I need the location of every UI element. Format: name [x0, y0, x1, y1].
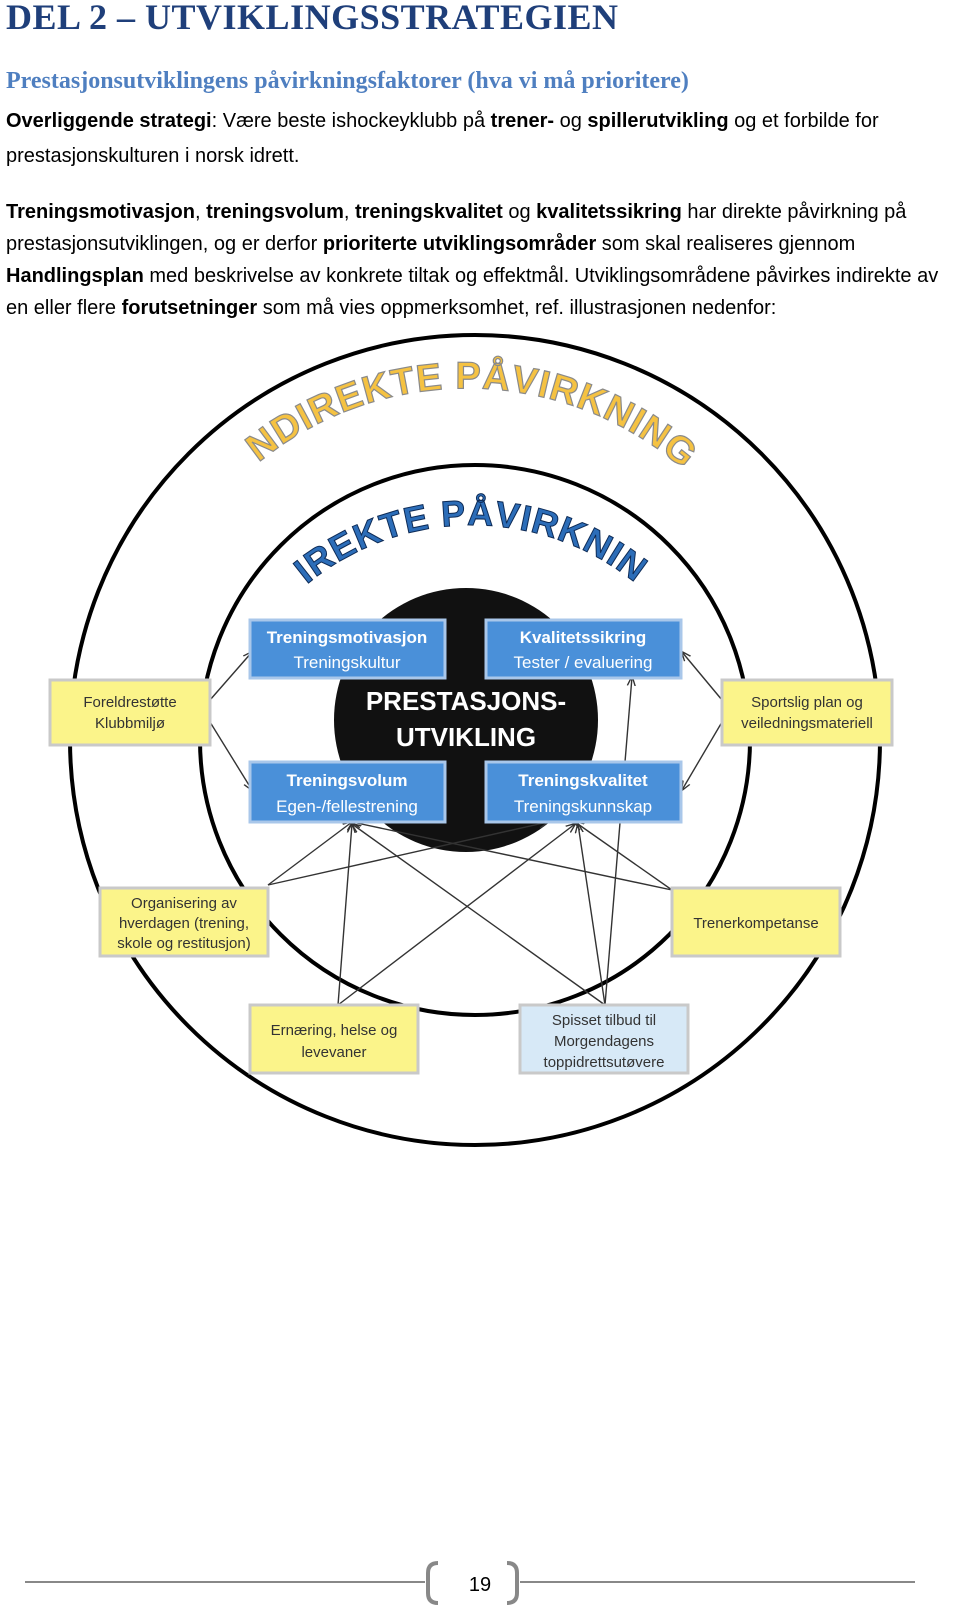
bold-term: Treningsmotivasjon [6, 201, 195, 223]
direct-box-kvalitet: Treningskvalitet Treningskunnskap [484, 760, 683, 824]
bold-term: Overliggende strategi [6, 110, 212, 132]
svg-text:Treningsmotivasjon: Treningsmotivasjon [267, 628, 428, 647]
svg-text:Egen-/fellestrening: Egen-/fellestrening [276, 797, 418, 816]
bold-term: Handlingsplan [6, 265, 144, 287]
strategy-paragraph: Overliggende strategi: Være beste ishock… [6, 104, 956, 174]
indirect-box-ernaering: Ernæring, helse og levevaner [248, 1003, 420, 1075]
svg-text:hverdagen (trening,: hverdagen (trening, [119, 915, 249, 932]
bold-term: treningsvolum [206, 201, 344, 223]
indirect-box-foreldrestotte: Foreldrestøtte Klubbmiljø [48, 678, 212, 747]
svg-text:Trenerkompetanse: Trenerkompetanse [693, 915, 818, 932]
svg-text:Ernæring, helse og: Ernæring, helse og [271, 1022, 398, 1039]
development-paragraph: Treningsmotivasjon, treningsvolum, treni… [6, 196, 956, 324]
svg-text:Spisset tilbud til: Spisset tilbud til [552, 1012, 656, 1029]
bold-term: treningskvalitet [354, 201, 503, 223]
paragraph-text: , [194, 201, 207, 223]
center-title-line1: PRESTASJONS- [366, 686, 566, 716]
paragraph-text: har direkte påvirkning på prestasjonsutv… [6, 201, 907, 255]
svg-text:Treningskvalitet: Treningskvalitet [518, 771, 648, 790]
svg-text:Organisering av: Organisering av [131, 895, 237, 912]
paragraph-text: og [554, 110, 588, 132]
page-footer [25, 1561, 915, 1605]
direct-box-motivasjon: Treningsmotivasjon Treningskultur [248, 618, 447, 680]
page-heading: DEL 2 – UTVIKLINGSSTRATEGIEN [6, 0, 619, 37]
bold-term: forutsetninger [121, 297, 258, 319]
svg-text:veiledningsmateriell: veiledningsmateriell [741, 715, 873, 732]
paragraph-text: og [502, 201, 537, 223]
svg-text:toppidrettsutøvere: toppidrettsutøvere [544, 1054, 665, 1071]
center-title-line2: UTVIKLING [396, 722, 536, 752]
bold-term: kvalitetssikring [536, 201, 682, 223]
influence-diagram: INDIREKTE PÅVIRKNING DIREKTE PÅVIRKNING … [0, 330, 894, 1147]
connection-lines [209, 652, 723, 1006]
bold-term: prioriterte utviklingsområder [322, 233, 597, 255]
bold-term: trener- [490, 110, 555, 132]
paragraph-text: , [343, 201, 355, 223]
svg-text:Treningskunnskap: Treningskunnskap [514, 797, 652, 816]
svg-text:Tester / evaluering: Tester / evaluering [514, 653, 653, 672]
svg-text:Treningskultur: Treningskultur [293, 653, 400, 672]
page-number: 19 [468, 1574, 492, 1596]
bold-term: spillerutvikling [587, 110, 729, 132]
svg-text:Klubbmiljø: Klubbmiljø [95, 715, 165, 732]
paragraph-text: med beskrivelse av konkrete tiltak og ef… [6, 265, 939, 319]
paragraph-text: : Være beste ishockeyklubb på [211, 110, 491, 132]
paragraph-text: og et forbilde for prestasjonskulturen i… [6, 110, 879, 167]
paragraph-text: som må vies oppmerksomhet, ref. illustra… [257, 297, 777, 319]
svg-text:Foreldrestøtte: Foreldrestøtte [83, 694, 176, 711]
indirect-box-organisering: Organisering av hverdagen (trening, skol… [98, 886, 270, 958]
svg-text:Morgendagens: Morgendagens [554, 1033, 654, 1050]
svg-text:Treningsvolum: Treningsvolum [287, 771, 408, 790]
svg-text:skole og restitusjon): skole og restitusjon) [117, 935, 250, 952]
indirect-box-sportslig-plan: Sportslig plan og veiledningsmateriell [720, 678, 894, 747]
indirect-box-trenerkompetanse: Trenerkompetanse [670, 886, 842, 958]
svg-text:levevaner: levevaner [301, 1044, 366, 1061]
indirect-box-spisset-tilbud: Spisset tilbud til Morgendagens toppidre… [518, 1003, 690, 1075]
section-subheading: Prestasjonsutviklingens påvirkningsfakto… [6, 68, 689, 94]
svg-text:Kvalitetssikring: Kvalitetssikring [520, 628, 647, 647]
direct-box-volum: Treningsvolum Egen-/fellestrening [248, 760, 447, 824]
svg-text:Sportslig plan og: Sportslig plan og [751, 694, 863, 711]
direct-box-kvalitetssikring: Kvalitetssikring Tester / evaluering [484, 618, 683, 680]
paragraph-text: som skal realiseres gjennom [596, 233, 856, 255]
